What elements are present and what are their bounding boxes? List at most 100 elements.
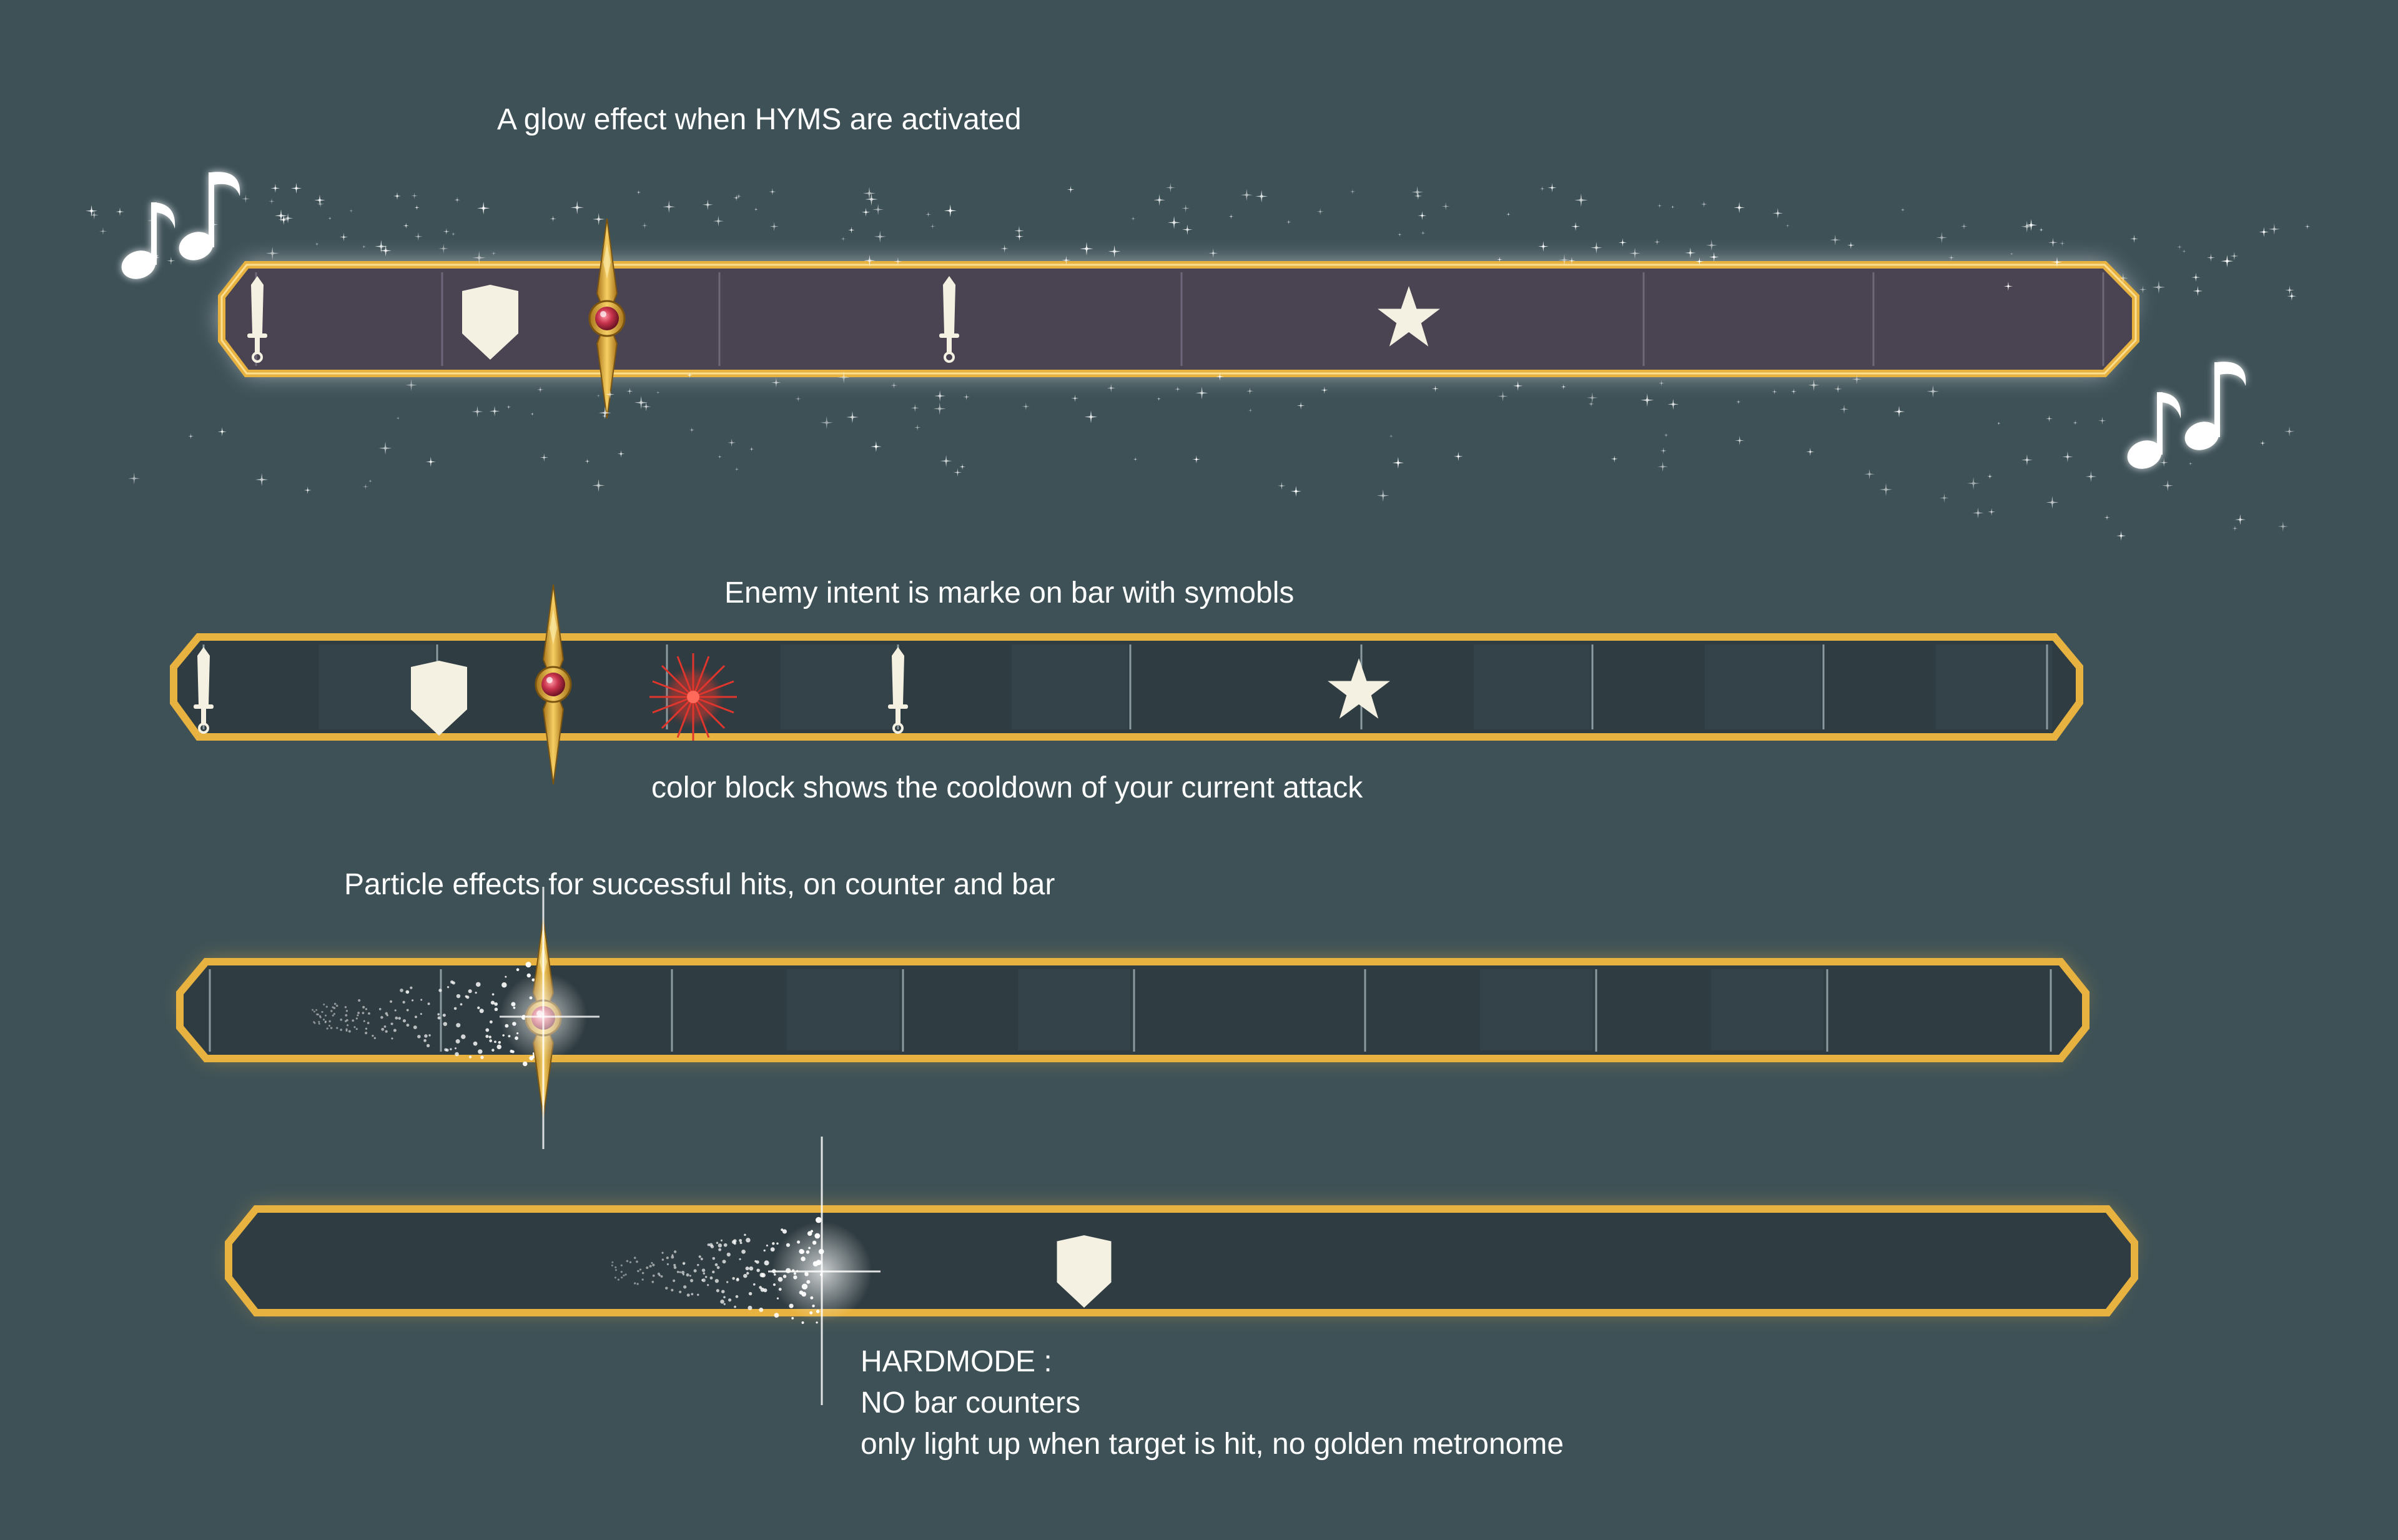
particle [340, 1018, 343, 1021]
particle [475, 982, 481, 987]
particle [760, 1287, 765, 1292]
sparkle [2284, 426, 2295, 437]
particle [328, 1020, 331, 1023]
sparkle [1785, 224, 1790, 228]
sparkle [425, 457, 436, 467]
particle [383, 1025, 387, 1028]
particle [372, 1034, 374, 1037]
particle [345, 1028, 348, 1030]
particle [355, 1028, 358, 1030]
particle [357, 1014, 359, 1017]
particle [776, 1242, 779, 1245]
sparkle [847, 226, 855, 234]
particle [703, 1272, 706, 1275]
particle [626, 1260, 629, 1263]
sparkle [841, 236, 846, 242]
particle [641, 1271, 644, 1275]
glow-caption: A glow effect when HYMS are activated [497, 103, 1022, 136]
sparkle [1611, 455, 1618, 463]
particle [660, 1275, 663, 1278]
particle [402, 1000, 405, 1004]
sparkle [2098, 417, 2106, 425]
sparkle [734, 466, 739, 471]
particle [453, 1007, 457, 1010]
sparkle [1736, 399, 1741, 405]
particle [624, 1273, 627, 1276]
particle [691, 1293, 694, 1296]
sparkle [167, 256, 175, 265]
particle [313, 1010, 315, 1013]
sparkle [1987, 473, 1993, 480]
particle [328, 1024, 331, 1027]
particle [442, 1014, 446, 1017]
particle [634, 1282, 636, 1285]
particle [455, 1052, 459, 1057]
particle [480, 1055, 484, 1059]
sparkle [2139, 285, 2147, 294]
sparkle [1641, 393, 1654, 407]
particle [340, 1029, 342, 1031]
particle [400, 989, 403, 992]
particle [498, 1040, 501, 1044]
particle [522, 1061, 528, 1067]
sparkle [1735, 435, 1745, 446]
sparkle [718, 455, 722, 459]
sparkle [1376, 489, 1389, 502]
sparkle [1709, 252, 1719, 262]
particle [714, 1263, 718, 1266]
sparkle [1829, 234, 1841, 246]
particle [406, 1024, 410, 1027]
particle [389, 1000, 393, 1003]
particle [501, 982, 507, 988]
sparkle [476, 202, 490, 215]
particle [332, 1014, 334, 1017]
sparkle [303, 486, 312, 494]
bar-frame [176, 958, 2090, 1062]
cooldown-caption: color block shows the cooldown of your c… [651, 771, 1363, 804]
particle [689, 1279, 694, 1283]
particle [362, 1012, 365, 1014]
particle [321, 1010, 323, 1014]
particle [636, 1283, 639, 1285]
particle [722, 1260, 726, 1264]
sparkle [1392, 457, 1404, 469]
sparkle [933, 402, 946, 415]
sparkle [2021, 454, 2033, 466]
golden-metronome-icon [535, 585, 572, 784]
particle [736, 1278, 739, 1281]
particle [318, 1015, 322, 1017]
particle [357, 1012, 360, 1014]
particle [510, 1049, 513, 1053]
sparkle [929, 223, 936, 229]
particle [494, 1007, 498, 1012]
sparkle [2188, 462, 2193, 466]
sparkle [1939, 493, 1949, 503]
particle [661, 1251, 664, 1254]
particle [639, 1268, 642, 1271]
particle [405, 990, 410, 994]
sparkle [1571, 222, 1581, 231]
sparkle [1255, 190, 1268, 203]
sparkle [1182, 224, 1193, 235]
particle [489, 1020, 493, 1024]
particle [485, 1028, 490, 1032]
sparkle [1167, 216, 1181, 229]
sparkle [1839, 404, 1849, 414]
particle [707, 1284, 709, 1286]
hardmode-bar [225, 1137, 2138, 1405]
sparkle [530, 412, 535, 416]
sparkle [2039, 227, 2044, 232]
particle [748, 1291, 752, 1296]
sparkle [368, 479, 372, 483]
particle [455, 1039, 460, 1044]
particle [491, 1049, 495, 1052]
sparkle [1561, 383, 1567, 390]
sparkle [1228, 214, 1234, 219]
particle [693, 1269, 697, 1273]
sparkle [1133, 457, 1138, 462]
sparkle [1248, 408, 1253, 413]
sparkle [596, 393, 601, 398]
particle [417, 1035, 421, 1039]
particle [353, 1026, 356, 1029]
particle [636, 1260, 638, 1263]
